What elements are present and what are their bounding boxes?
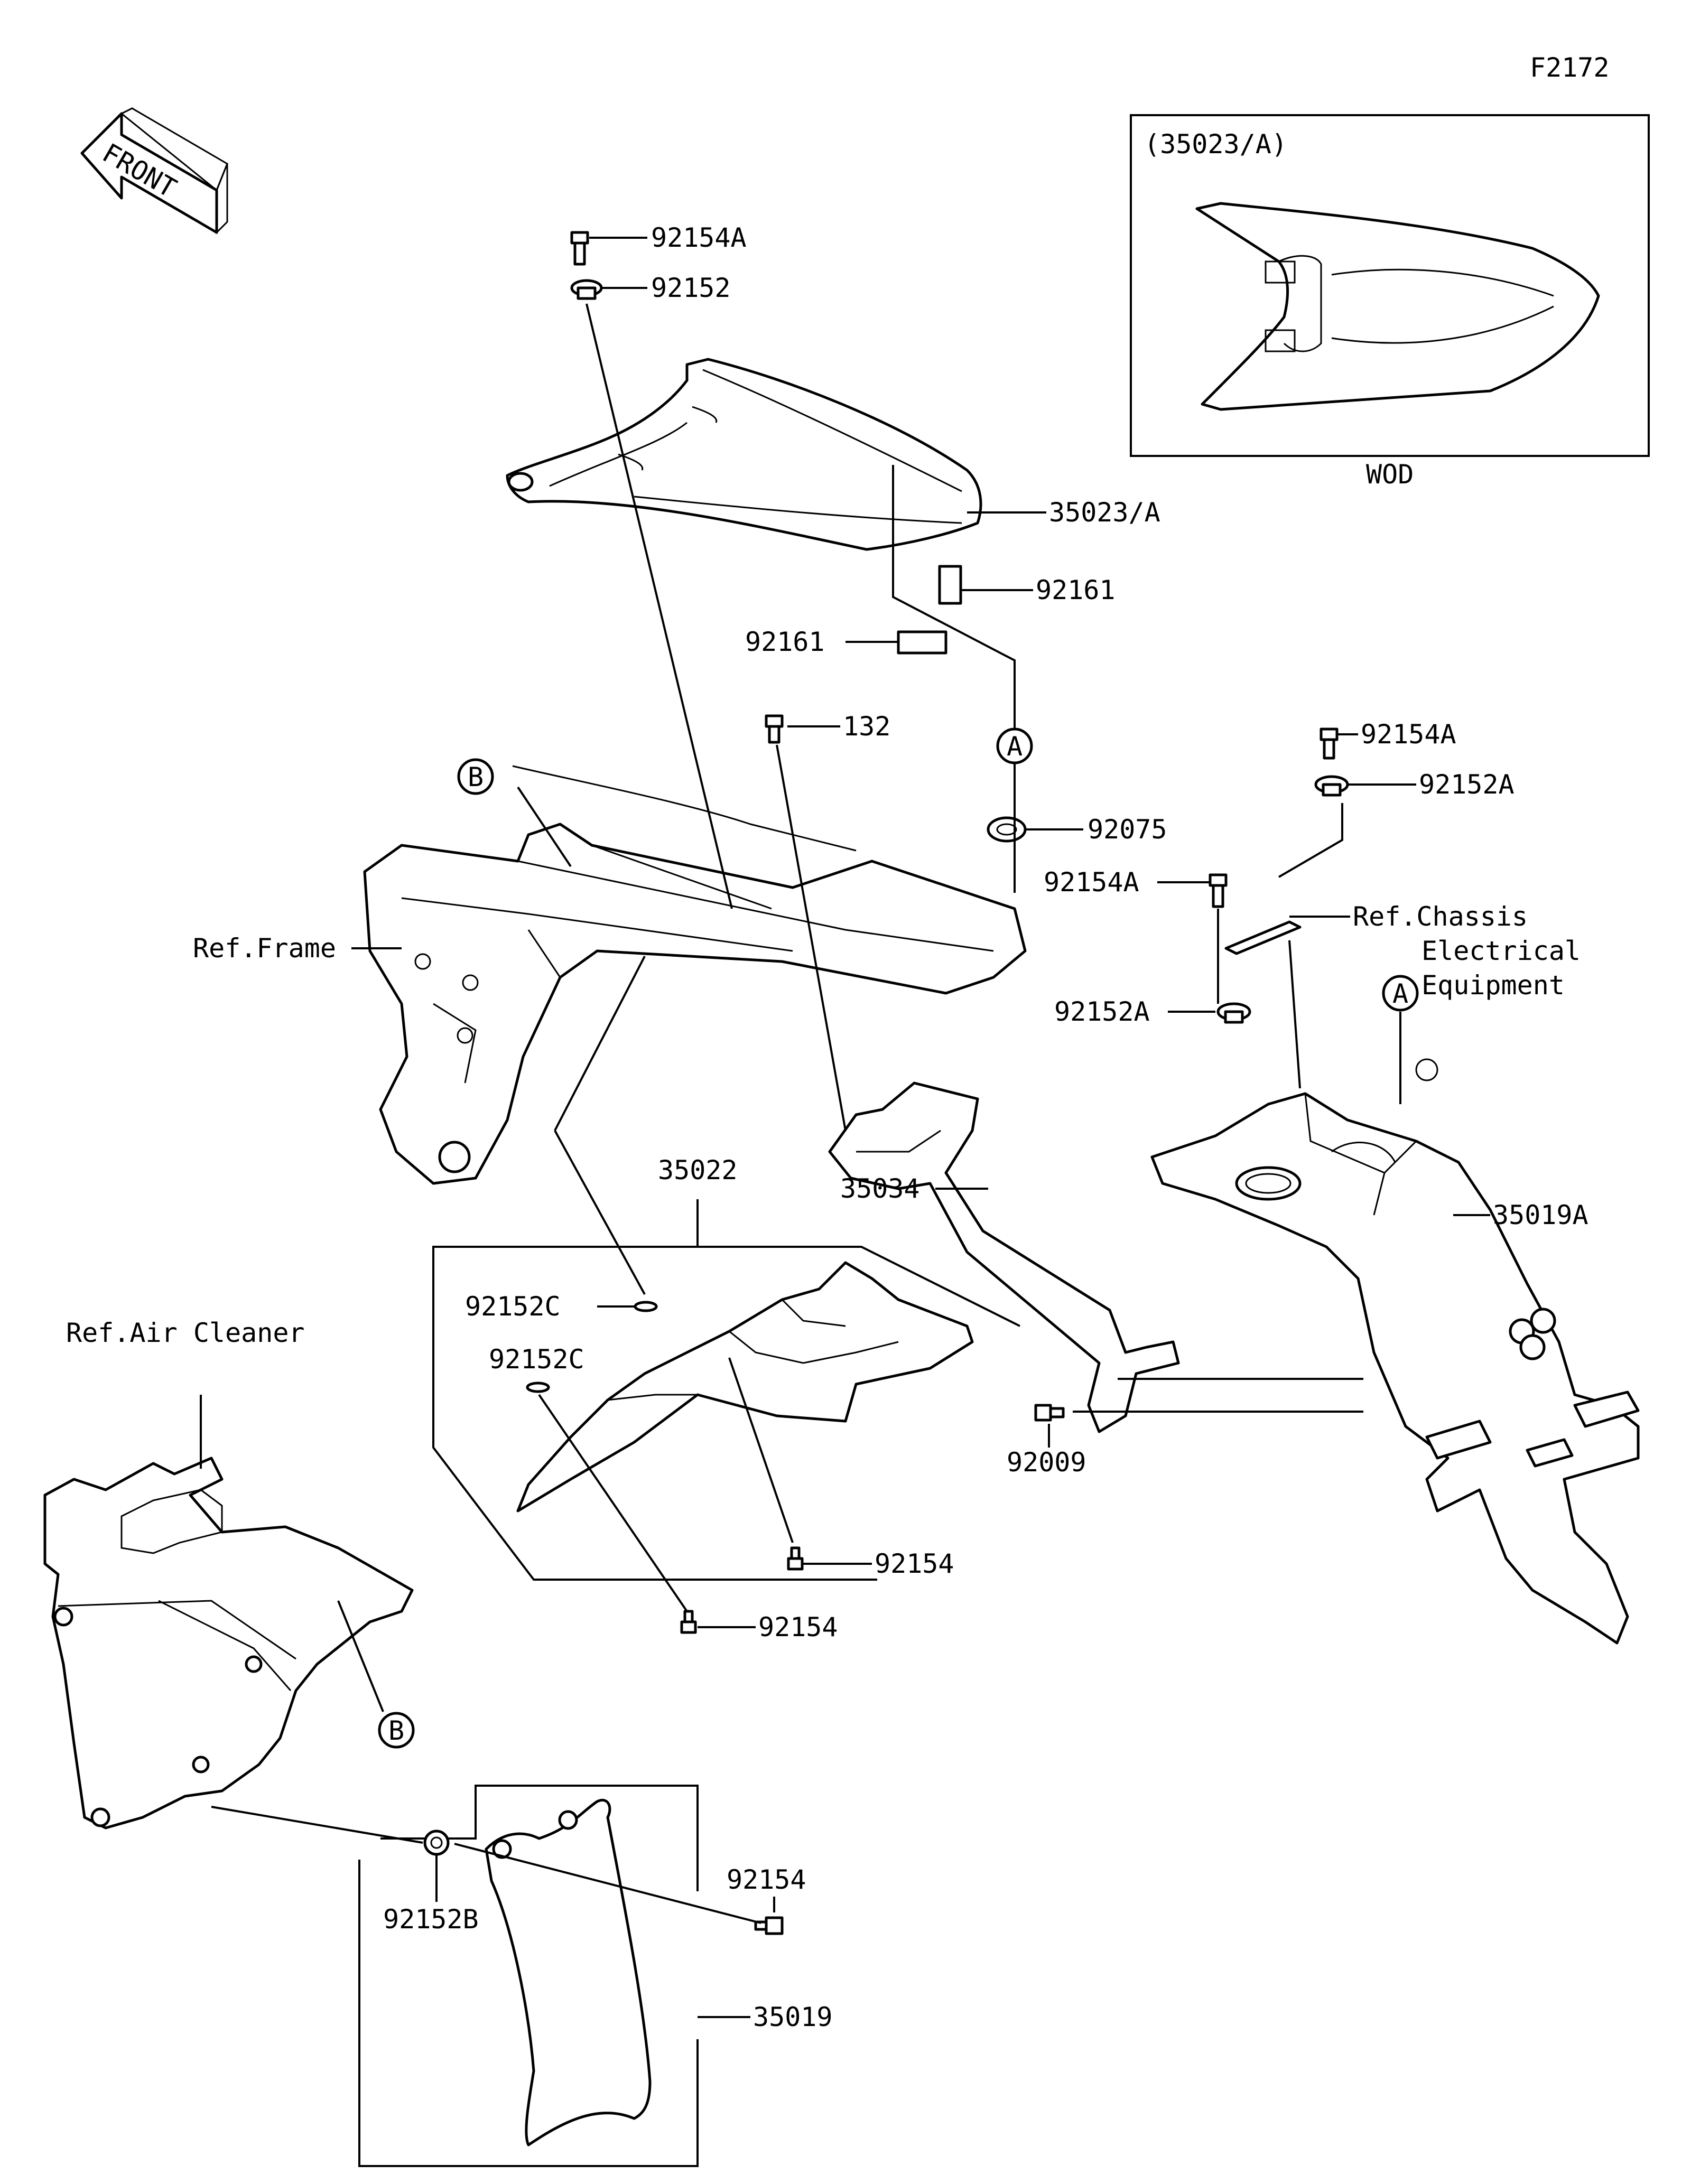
inset-variant-box: (35023/A) WOD: [1130, 114, 1650, 490]
front-arrow-icon: FRONT: [80, 107, 228, 235]
washer-icon: [1216, 1002, 1251, 1024]
callout-35019: 35019: [753, 2002, 833, 2032]
callout-35022: 35022: [658, 1155, 738, 1186]
stay-bracket-part: [828, 1081, 1180, 1433]
callout-92152: 92152: [651, 273, 731, 303]
svg-text:A: A: [1007, 731, 1023, 762]
callout-92154A: 92154A: [651, 222, 747, 253]
ref-chassis-label: Ref.Chassis: [1353, 901, 1528, 932]
mud-guard-group: [358, 1785, 784, 2167]
callout-92152B: 92152B: [383, 1904, 479, 1935]
ref-chassis-label-line3: Equipment: [1421, 970, 1565, 1001]
svg-text:A: A: [1392, 978, 1408, 1009]
callout-92161: 92161: [1036, 575, 1116, 605]
ref-chassis-label-line2: Electrical: [1421, 936, 1581, 966]
bolt-icon: [754, 1916, 784, 1935]
ref-air-cleaner-label: Ref.Air Cleaner: [66, 1318, 305, 1348]
grommet-icon: [987, 816, 1027, 843]
callout-35023A: 35023/A: [1049, 497, 1160, 528]
inset-caption: WOD: [1366, 459, 1414, 490]
inset-rear-cowl-shape: [1195, 202, 1600, 411]
callout-92154A: 92154A: [1361, 719, 1456, 750]
rear-frame-part: [363, 765, 1027, 1185]
pad-icon: [938, 565, 962, 605]
callout-92152A: 92152A: [1054, 996, 1150, 1027]
marker-b: B: [378, 1712, 415, 1749]
marker-b: B: [457, 758, 494, 795]
inset-title: (35023/A): [1144, 129, 1287, 160]
rear-fender-part: [1150, 1058, 1640, 1645]
callout-92154A: 92154A: [1044, 867, 1139, 898]
callout-92152C: 92152C: [465, 1291, 561, 1322]
callout-35034: 35034: [840, 1173, 920, 1204]
callout-132: 132: [843, 711, 890, 742]
svg-text:B: B: [388, 1715, 404, 1746]
marker-a: A: [996, 727, 1033, 764]
washer-icon: [423, 1830, 450, 1856]
bolt-icon: [765, 714, 784, 744]
plate-icon: [1224, 920, 1302, 955]
callout-92154: 92154: [758, 1612, 838, 1642]
inner-fender-group: [432, 1246, 1020, 1634]
callout-92152C: 92152C: [489, 1344, 584, 1375]
bolt-icon: [680, 1610, 697, 1634]
bolt-icon: [1034, 1404, 1065, 1422]
washer-icon: [1314, 775, 1349, 797]
leader-lines: [200, 237, 1490, 2018]
rear-cowl-part: [506, 358, 982, 551]
bolt-icon: [570, 231, 589, 266]
marker-a: A: [1382, 975, 1419, 1012]
bolt-icon: [1209, 873, 1228, 908]
bolt-icon: [1320, 727, 1339, 760]
washer-icon: [570, 279, 603, 300]
air-cleaner-part: [43, 1457, 414, 1830]
callout-92154: 92154: [875, 1548, 954, 1579]
bolt-icon: [787, 1546, 804, 1571]
callout-92152A: 92152A: [1419, 769, 1515, 800]
svg-text:B: B: [468, 762, 484, 792]
callout-35019A: 35019A: [1493, 1200, 1588, 1230]
callout-92009: 92009: [1007, 1447, 1086, 1478]
ref-frame-label: Ref.Frame: [193, 933, 336, 964]
callout-92075: 92075: [1088, 814, 1167, 845]
diagram-code: F2172: [1530, 52, 1610, 83]
pad-icon: [897, 630, 947, 655]
callout-92161: 92161: [745, 627, 825, 657]
callout-92154: 92154: [727, 1864, 806, 1895]
